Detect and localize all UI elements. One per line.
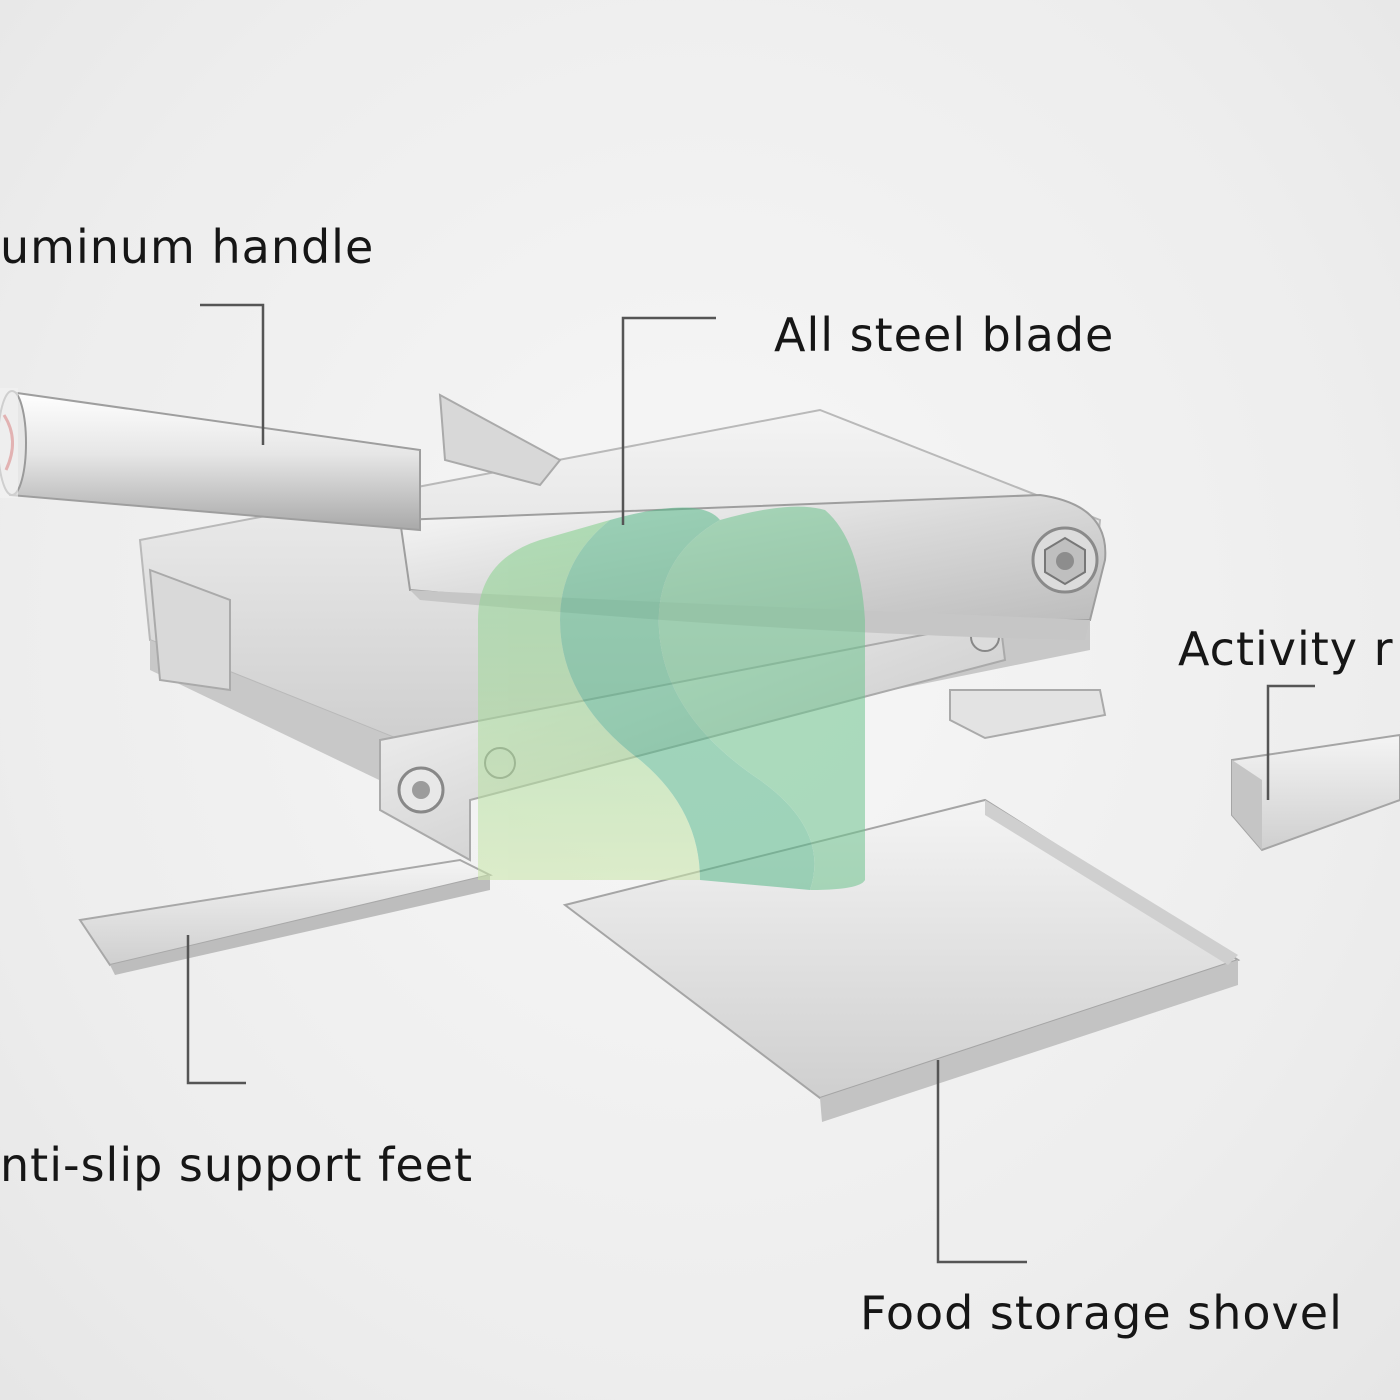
callout-lines — [186, 303, 1315, 1264]
handle-leader-line — [200, 303, 265, 445]
activity-ruler — [1231, 733, 1400, 852]
blade-leader-line — [621, 316, 716, 525]
watermark-logo — [478, 506, 865, 890]
activity-leader-line — [1266, 684, 1315, 800]
label-aluminum-handle: uminum handle — [0, 220, 375, 274]
label-steel-blade: All steel blade — [774, 308, 1115, 362]
feet-leader-line — [186, 935, 246, 1085]
label-support-feet: nti-slip support feet — [0, 1138, 473, 1192]
shovel-leader-line — [936, 1060, 1027, 1264]
label-storage-shovel: Food storage shovel — [860, 1286, 1343, 1340]
aluminum-handle — [0, 388, 421, 532]
front-support-foot — [78, 858, 493, 975]
label-activity: Activity r — [1178, 622, 1394, 676]
